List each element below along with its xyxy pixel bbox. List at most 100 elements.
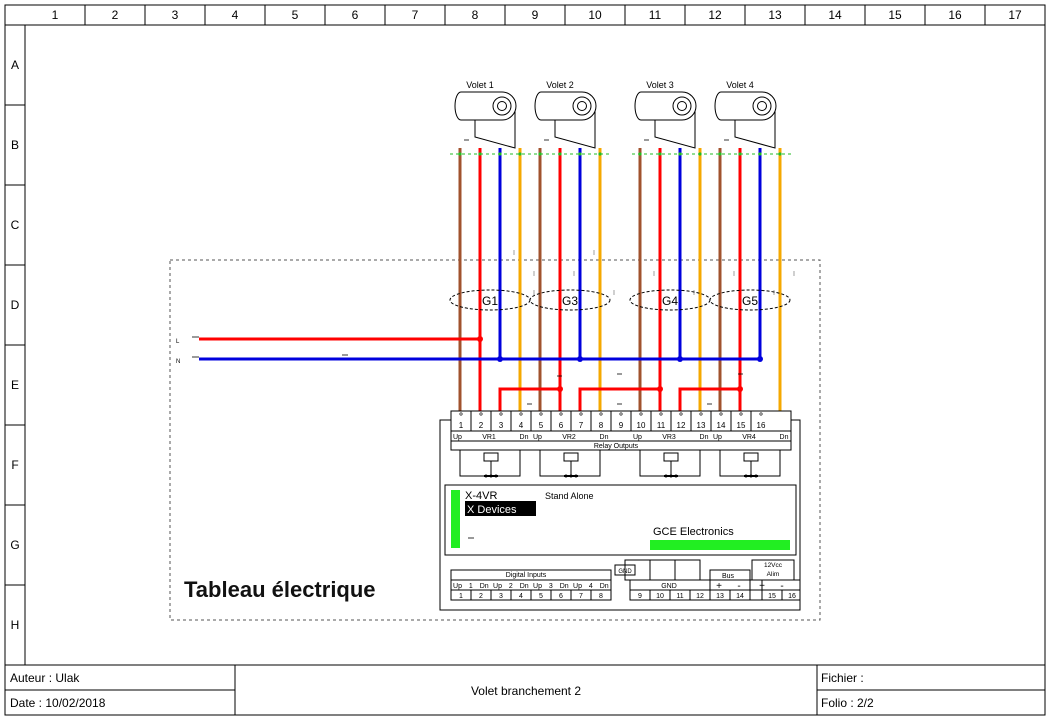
di-top-label: Up [533,583,542,590]
relay-outputs-row [450,440,792,451]
row-label: H [11,618,20,632]
relay-pin [569,474,573,478]
relay-dn-label: Dn [700,434,709,441]
wire-junction [538,152,542,156]
wire-junction [558,152,562,156]
relay-terminal-number: 4 [519,421,524,430]
row-label: E [11,378,19,392]
column-label: 17 [1008,8,1022,22]
relay-outputs-title: Relay Outputs [594,443,639,450]
relay-pin [744,474,748,478]
folio-text: Folio : 2/2 [821,696,874,710]
di-top-label: Up [453,583,462,590]
bus-frame [709,569,751,581]
di-terminal-number: 1 [459,593,463,600]
wire-junction [738,152,742,156]
lower-terminal-number: 15 [768,593,776,600]
column-label: 15 [888,8,902,22]
relay-terminal-number: 12 [677,421,686,430]
column-label: 2 [112,8,119,22]
terminal-screw [699,412,703,416]
terminal-screw [659,412,663,416]
terminal-screw [519,412,523,416]
lower-terminal-number: 13 [716,593,724,600]
relay-terminal-number: 5 [539,421,544,430]
relay-pin [484,474,488,478]
wire-junction [638,152,642,156]
relay-coil [563,452,579,462]
relay-pin [494,474,498,478]
wire-junction [458,152,462,156]
relay-symbol [639,449,701,478]
terminal-screw [759,412,763,416]
relay-terminal-number: 3 [499,421,504,430]
column-label: 13 [768,8,782,22]
relay-pin [754,474,758,478]
status-bar [451,490,460,548]
relay-vr-label: VR1 [482,434,496,441]
relay-terminal-number: 15 [737,421,746,430]
group-ellipse [529,289,611,311]
wire-junction [478,152,482,156]
di-terminal-number: 3 [499,593,503,600]
author-text: Auteur : Ulak [10,671,80,685]
column-label: 4 [232,8,239,22]
alim-line1: 12Vcc [764,562,783,569]
supply: L N [176,336,348,365]
relay-dn-label: Dn [520,434,529,441]
terminal-screw [679,412,683,416]
tableau-label: Tableau électrique [184,577,376,602]
shutter-label: Volet 3 [646,80,674,90]
wire-junction [658,152,662,156]
relay-vr-label: VR2 [562,434,576,441]
di-terminal-number: 8 [599,593,603,600]
column-label: 7 [412,8,419,22]
terminal-screw [559,412,563,416]
wire-junction [498,152,502,156]
alim-minus: - [780,581,783,592]
group-ellipse [709,289,791,311]
relay-pin [669,474,673,478]
bus-plus: + [716,581,722,592]
di-top-label: Dn [560,583,569,590]
relay-terminal-number: 13 [697,421,706,430]
relay-pin [564,474,568,478]
relay-terminal-number: 7 [579,421,584,430]
bus-label: Bus [722,573,735,580]
relay-vr-label: VR4 [742,434,756,441]
row-label: F [11,458,18,472]
relay-symbol [459,449,521,478]
wire-junction [678,152,682,156]
column-label: 5 [292,8,299,22]
roller-axle [577,101,587,111]
roller-axle [677,101,687,111]
column-label: 6 [352,8,359,22]
di-terminal-number: 4 [519,593,523,600]
relay-dn-label: Dn [780,434,789,441]
relay-up-label: Up [533,434,542,441]
column-label: 3 [172,8,179,22]
shutter-icon: Volet 4 [714,80,777,149]
maker-text: GCE Electronics [653,526,734,538]
brand-band [465,501,536,516]
relay-pin [664,474,668,478]
row-label: D [11,298,20,312]
shutter-label: Volet 2 [546,80,574,90]
relay-pin [674,474,678,478]
wire-junction [778,152,782,156]
relay-terminal-number: 2 [479,421,484,430]
relay-terminal-number: 11 [657,421,666,430]
terminal-screw [599,412,603,416]
di-top-label: Up [573,583,582,590]
terminal-screw [619,412,623,416]
di-top-label: 4 [589,583,593,590]
cabinet-outline [169,259,821,621]
mode-text: Stand Alone [545,491,594,501]
brand-text: X Devices [467,504,517,516]
di-top-label: Dn [520,583,529,590]
relay-symbol [539,449,601,478]
relay-dn-label: Dn [600,434,609,441]
